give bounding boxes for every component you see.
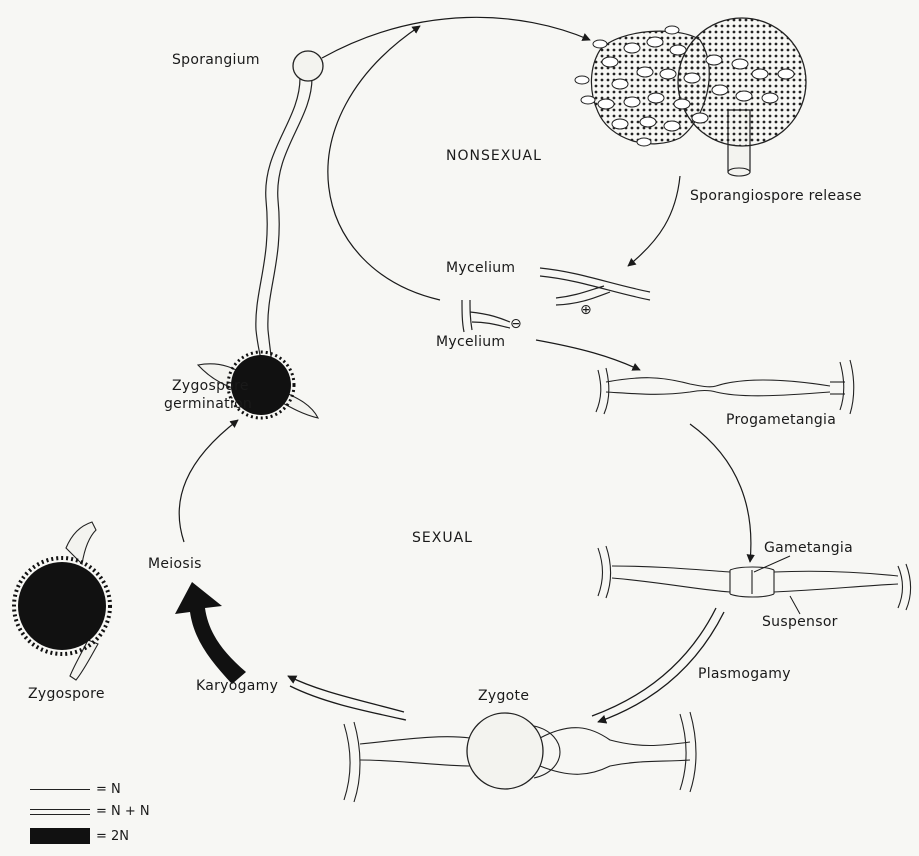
label-phase-sexual: SEXUAL (412, 530, 473, 546)
label-zygospore: Zygospore (28, 686, 105, 702)
label-zygote: Zygote (478, 688, 529, 704)
legend-row-haploid: = N (30, 782, 121, 797)
label-suspensor: Suspensor (762, 614, 838, 630)
label-mycelium-plus: Mycelium (446, 260, 515, 276)
label-mycelium-minus: Mycelium (436, 334, 505, 350)
label-zygospore-germination-line2: germination (164, 396, 252, 412)
arrow-mycelium-to-sporangium (328, 26, 440, 300)
label-meiosis: Meiosis (148, 556, 202, 572)
zygote-cell (467, 713, 543, 789)
zygospore-drawing (14, 522, 110, 680)
legend-row-dikaryotic: = N + N (30, 804, 150, 819)
sporangium-releasing-spores (575, 18, 806, 176)
legend-swatch-double-line (30, 809, 90, 815)
label-sporangiospore-release: Sporangiospore release (690, 188, 862, 204)
label-gametangia: Gametangia (764, 540, 853, 556)
mycelium-minus-strand (462, 300, 510, 332)
sporangium-stalk (256, 78, 312, 370)
arrow-release-to-mycelium (628, 176, 680, 266)
label-zygospore-germination-line1: Zygospore (172, 378, 249, 394)
suspensor-pointer (790, 596, 800, 614)
arrow-meiosis-thick (175, 582, 246, 684)
legend-swatch-solid-black (30, 828, 90, 844)
label-karyogamy: Karyogamy (196, 678, 278, 694)
mating-type-plus: ⊕ (580, 302, 592, 318)
mating-type-minus: ⊖ (510, 316, 522, 332)
label-sporangium: Sporangium (172, 52, 260, 68)
legend-swatch-single-line (30, 789, 90, 790)
legend-text-diploid: = 2N (96, 829, 129, 844)
legend-row-diploid: = 2N (30, 828, 129, 844)
legend-text-haploid: = N (96, 782, 121, 797)
arrow-mycelium-to-progametangia (536, 340, 640, 370)
mycelium-plus-strand (540, 268, 650, 305)
gametangia-drawing (598, 546, 911, 610)
arrow-meiosis-to-germination (179, 420, 238, 542)
legend-text-dikaryotic: = N + N (96, 804, 150, 819)
label-progametangia: Progametangia (726, 412, 836, 428)
label-phase-nonsexual: NONSEXUAL (446, 148, 542, 164)
arrow-progametangia-to-gametangia (690, 424, 751, 562)
arrow-sporangium-to-release (322, 17, 590, 58)
label-plasmogamy: Plasmogamy (698, 666, 791, 682)
sporangium-head (293, 51, 323, 81)
